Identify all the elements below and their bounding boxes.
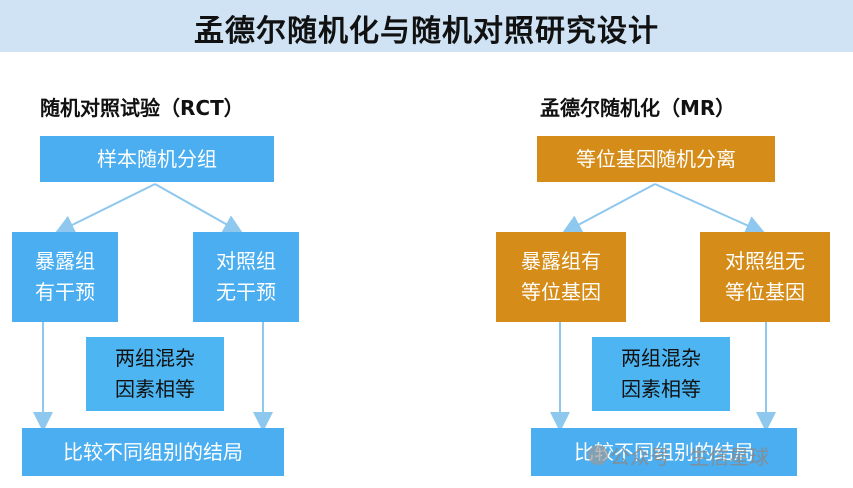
rct-arrow-to-control (154, 183, 244, 234)
mr-middle-box-label: 两组混杂 因素相等 (621, 346, 701, 401)
rct-middle-box: 两组混杂 因素相等 (86, 337, 224, 411)
rct-exposed-box-label: 暴露组 有干预 (35, 249, 95, 304)
rct-control-box: 对照组 无干预 (193, 232, 299, 322)
rct-control-box-label: 对照组 无干预 (216, 249, 276, 304)
rct-top-box-label: 样本随机分组 (97, 146, 217, 171)
page-title: 孟德尔随机化与随机对照研究设计 (194, 14, 659, 49)
wechat-icon (588, 445, 608, 465)
rct-heading: 随机对照试验（RCT） (40, 96, 244, 120)
rct-exposed-box: 暴露组 有干预 (12, 232, 118, 322)
mr-arrow-to-control (654, 183, 766, 235)
mr-top-box: 等位基因随机分离 (537, 136, 775, 182)
mr-exposed-box: 暴露组有 等位基因 (496, 232, 626, 322)
mr-control-box: 对照组无 等位基因 (700, 232, 830, 322)
mr-arrow-to-exposed (561, 183, 656, 234)
mr-heading: 孟德尔随机化（MR） (540, 96, 736, 120)
rct-middle-box-label: 两组混杂 因素相等 (115, 346, 195, 401)
rct-top-box: 样本随机分组 (40, 136, 274, 182)
mr-middle-box: 两组混杂 因素相等 (592, 337, 730, 411)
watermark: 公众号 · 生信星球 (610, 445, 770, 469)
rct-arrow-to-exposed (54, 183, 156, 234)
rct-bottom-box: 比较不同组别的结局 (22, 428, 284, 476)
rct-bottom-box-label: 比较不同组别的结局 (63, 439, 243, 464)
mr-exposed-box-label: 暴露组有 等位基因 (521, 249, 601, 304)
title-bar: 孟德尔随机化与随机对照研究设计 (0, 0, 853, 52)
mr-control-box-label: 对照组无 等位基因 (725, 249, 805, 304)
mr-top-box-label: 等位基因随机分离 (576, 146, 736, 171)
